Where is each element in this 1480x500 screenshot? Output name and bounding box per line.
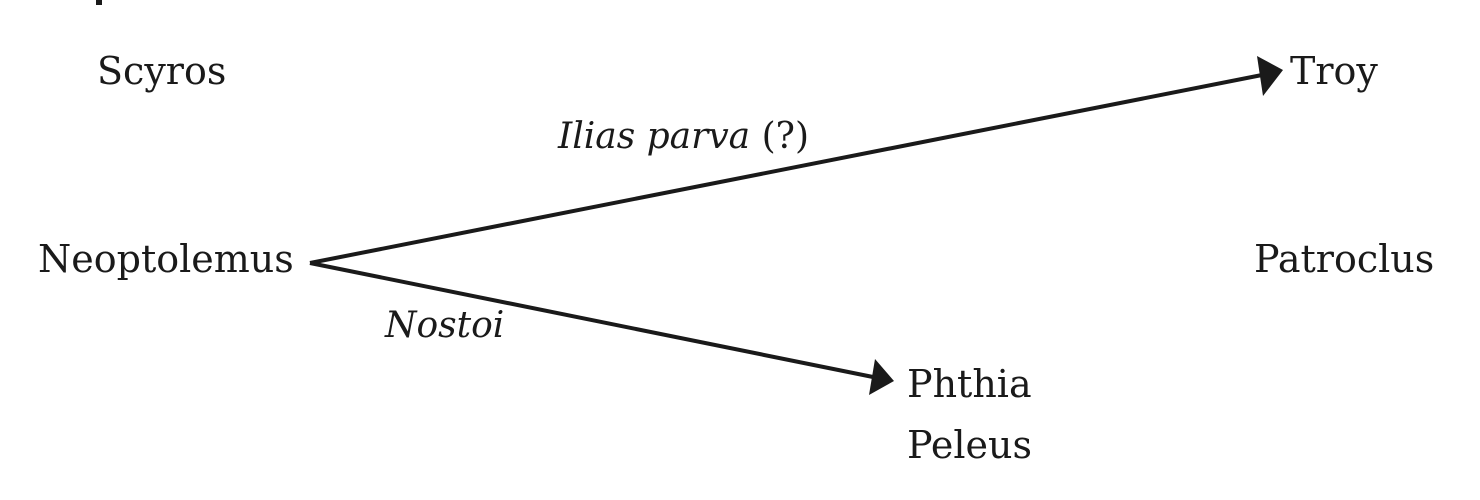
- node-troy: Troy: [1290, 49, 1378, 93]
- node-peleus: Peleus: [907, 423, 1032, 467]
- edge-label-nostoi: Nostoi: [384, 305, 504, 346]
- node-patroclus: Patroclus: [1254, 237, 1434, 281]
- arrow-to-troy: [309, 73, 1263, 265]
- node-neoptolemus: Neoptolemus: [38, 237, 294, 281]
- edge-label-ilias-parva: Ilias parva (?): [557, 116, 809, 157]
- arrowhead-phthia-icon: [869, 359, 894, 395]
- cropped-text-fragment: [96, 0, 102, 5]
- node-scyros: Scyros: [97, 49, 226, 93]
- arrow-to-phthia: [309, 261, 874, 379]
- arrowhead-troy-icon: [1257, 56, 1283, 96]
- node-phthia: Phthia: [907, 362, 1032, 406]
